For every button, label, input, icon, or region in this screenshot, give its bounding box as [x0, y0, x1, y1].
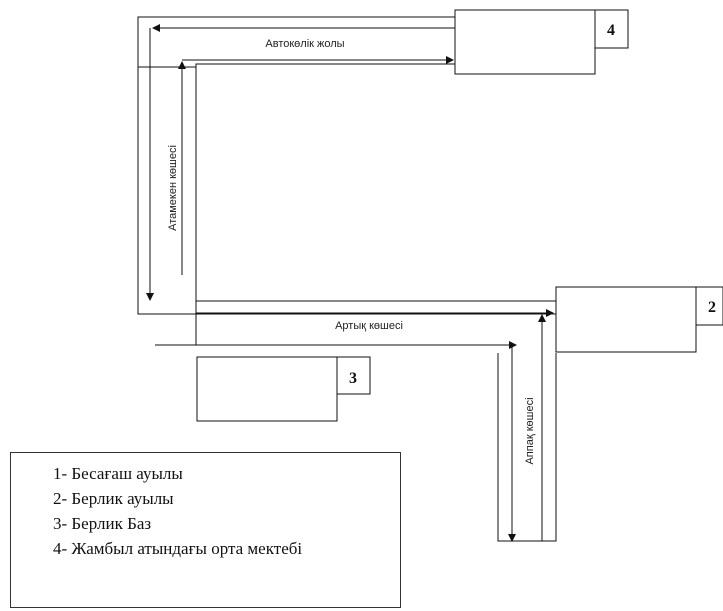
road-label-appak: Аппақ көшесі	[524, 397, 536, 464]
marker-box-2	[695, 286, 723, 326]
marker-box-4	[594, 9, 629, 49]
legend-box: 1- Бесағаш ауылы 2- Берлик ауылы 3- Берл…	[10, 452, 401, 608]
marker-box-3	[336, 356, 371, 395]
building-boxes	[196, 9, 723, 422]
legend-item-3: 3- Берлик Баз	[53, 514, 152, 533]
legend-item-1: 1- Бесағаш ауылы	[53, 464, 183, 483]
marker-number-3: 3	[349, 370, 357, 387]
building-2	[555, 286, 697, 353]
road-outline	[137, 16, 557, 542]
direction-arrows	[146, 24, 554, 542]
marker-number-4: 4	[607, 22, 615, 39]
marker-number-2: 2	[708, 299, 716, 316]
road-label-avtokolik: Автокөлік жолы	[265, 38, 344, 50]
road-label-artyk: Артық көшесі	[335, 320, 403, 332]
legend-item-4: 4- Жамбыл атындағы орта мектебі	[53, 539, 303, 558]
legend-item-2: 2- Берлик ауылы	[53, 489, 174, 508]
road-label-atameken: Атамекен көшесі	[167, 145, 179, 231]
building-4	[454, 9, 596, 75]
building-3	[196, 356, 338, 422]
